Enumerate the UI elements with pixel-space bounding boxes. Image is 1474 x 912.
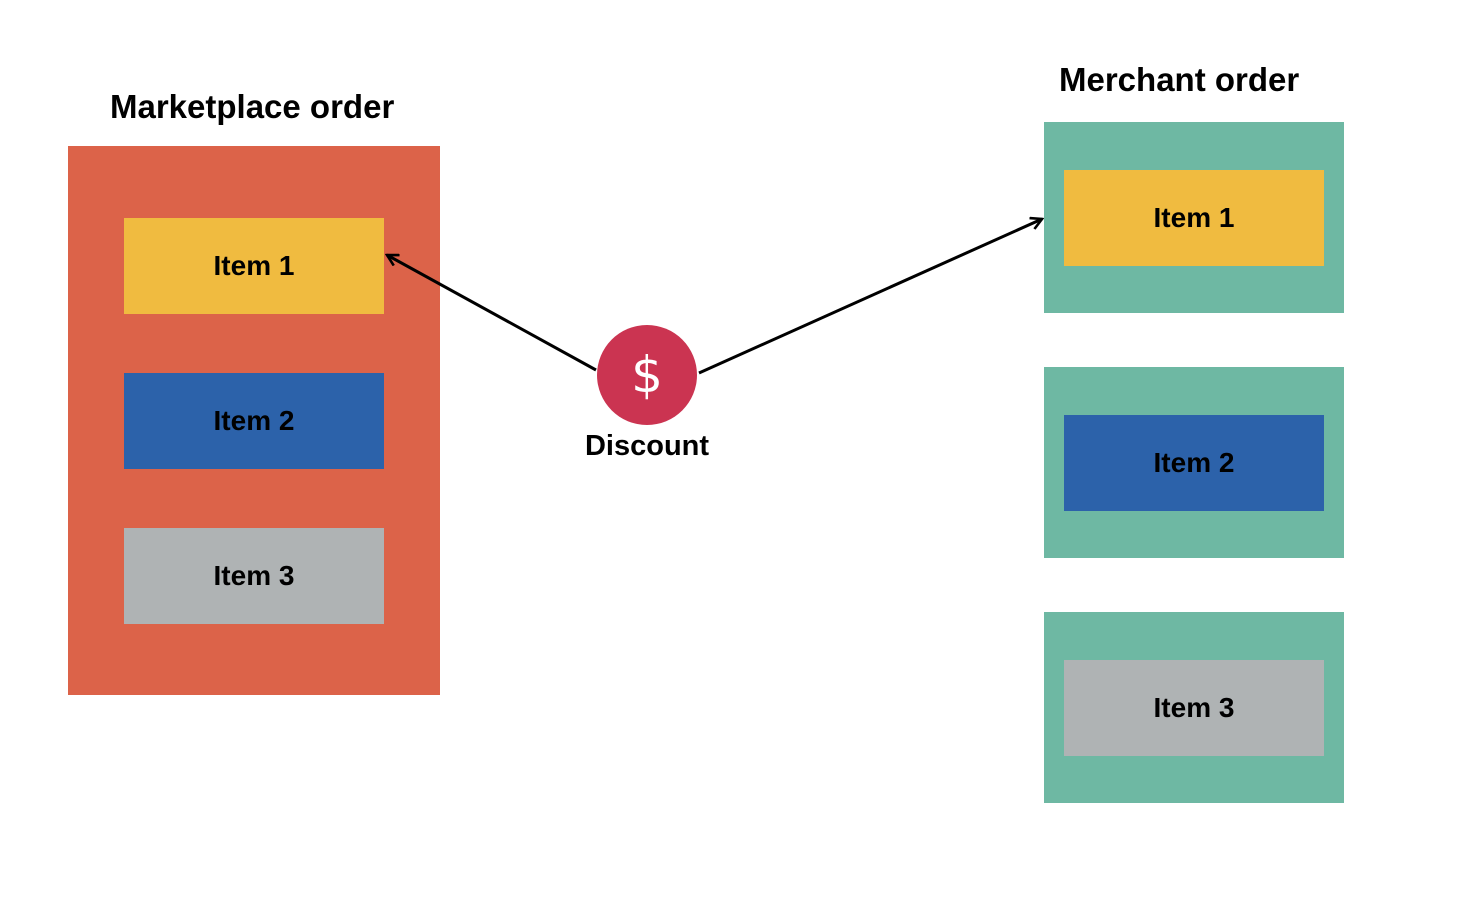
- marketplace-item-1: Item 1: [124, 218, 384, 314]
- marketplace-item-3: Item 3: [124, 528, 384, 624]
- dollar-icon: $: [631, 346, 663, 404]
- merchant-order-title: Merchant order: [1059, 61, 1300, 98]
- discount-icon: $: [597, 325, 697, 425]
- marketplace-order-title: Marketplace order: [110, 88, 395, 125]
- merchant-item-3: Item 3: [1064, 660, 1324, 756]
- discount-label: Discount: [584, 430, 710, 462]
- arrow-to-merchant-order-1: [698, 219, 1042, 375]
- merchant-item-1: Item 1: [1064, 170, 1324, 266]
- merchant-item-2: Item 2: [1064, 415, 1324, 511]
- marketplace-item-2: Item 2: [124, 373, 384, 469]
